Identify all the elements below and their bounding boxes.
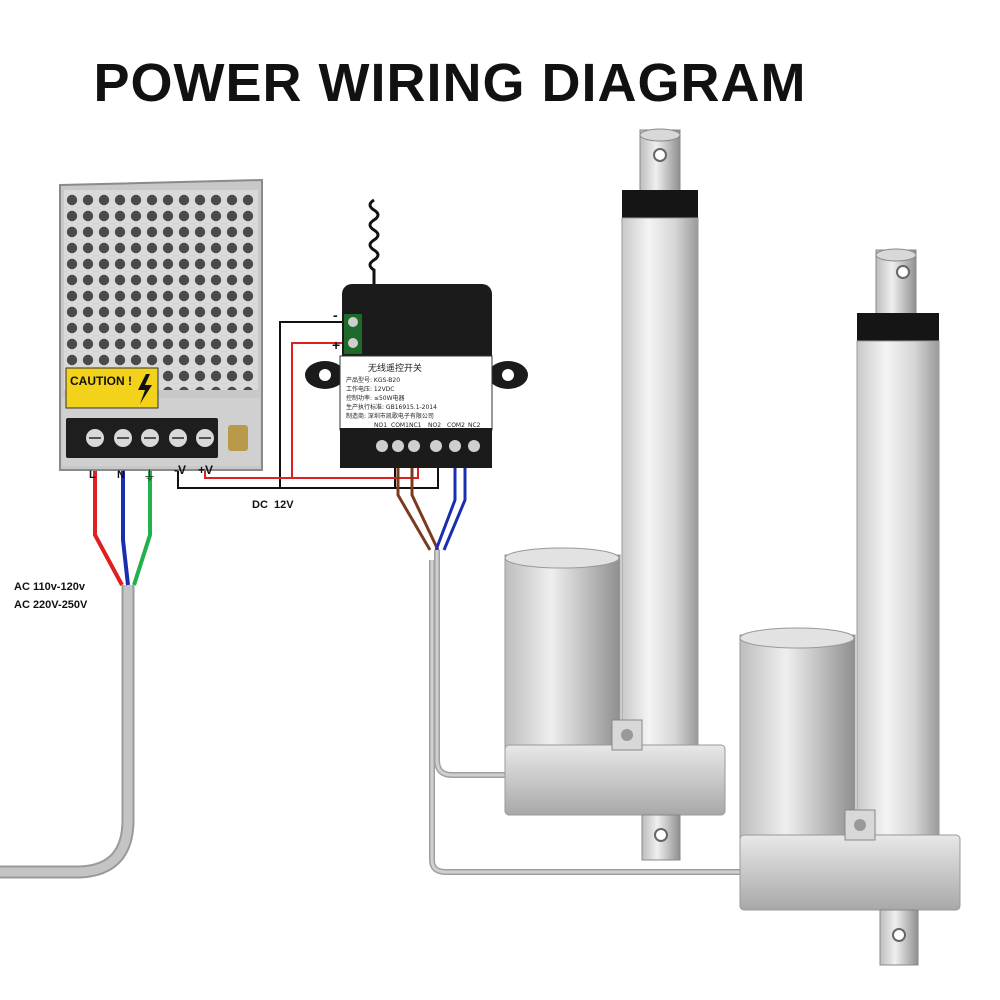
controller-spec-4: 生产执行标准: GB16915.1-2014 — [346, 403, 437, 411]
controller-spec-5: 制造商: 深圳市凯歌电子有限公司 — [346, 412, 434, 420]
controller-spec-3: 控制功率: ≤50W电器 — [346, 394, 405, 402]
controller-terminal-no2: NO2 — [428, 422, 441, 429]
live-wire — [93, 460, 124, 586]
controller-terminal-nc1: NC1 — [409, 422, 422, 429]
page-title: POWER WIRING DIAGRAM — [93, 53, 807, 113]
actuator-cable-1 — [434, 550, 510, 778]
earth-wire — [132, 460, 152, 586]
ac-input-cable — [0, 585, 135, 879]
neutral-wire — [121, 460, 130, 586]
controller-terminal-no1: NO1 — [374, 422, 387, 429]
dc-negative-wire-2 — [279, 321, 348, 488]
dc-negative-wire — [177, 458, 396, 489]
controller-terminal-com2: COM2 — [447, 422, 465, 429]
terminal-label-neg-v: -V — [174, 463, 186, 477]
power-supply-unit — [59, 178, 263, 471]
terminal-label-n: N — [117, 469, 125, 481]
controller-spec-1: 产品型号: KGS-B20 — [346, 376, 400, 384]
controller-spec-2: 工作电压: 12VDC — [346, 385, 394, 393]
lightning-icon — [138, 374, 152, 404]
dc-positive-wire-2 — [291, 342, 348, 478]
terminal-label-l: L — [89, 469, 96, 481]
motor-wire-blue-2 — [442, 455, 467, 551]
antenna-icon — [368, 198, 380, 290]
dc-voltage-label: DC 12V — [252, 499, 294, 511]
controller-terminal-com1: COM1 — [391, 422, 409, 429]
controller-plus: + — [332, 337, 340, 353]
caution-label: CAUTION ! — [70, 374, 132, 388]
motor-wire-brown-2 — [410, 455, 440, 551]
terminal-label-pos-v: +V — [198, 463, 213, 477]
motor-wire-brown-1 — [396, 455, 432, 551]
ac-input-label-1: AC 110v-120v — [14, 581, 86, 593]
controller-terminal-screws — [376, 440, 480, 452]
linear-actuator-1 — [504, 128, 726, 861]
ac-input-label-2: AC 220V-250V — [14, 599, 88, 611]
linear-actuator-2 — [739, 248, 961, 966]
terminal-label-earth: ⏚ — [143, 469, 156, 484]
controller-title: 无线遥控开关 — [368, 362, 422, 374]
psu-terminal-screws — [86, 429, 214, 447]
controller-terminal-nc2: NC2 — [468, 422, 481, 429]
remote-controller-module — [305, 198, 528, 468]
motor-wire-blue-1 — [434, 455, 457, 551]
controller-minus: - — [333, 307, 338, 323]
